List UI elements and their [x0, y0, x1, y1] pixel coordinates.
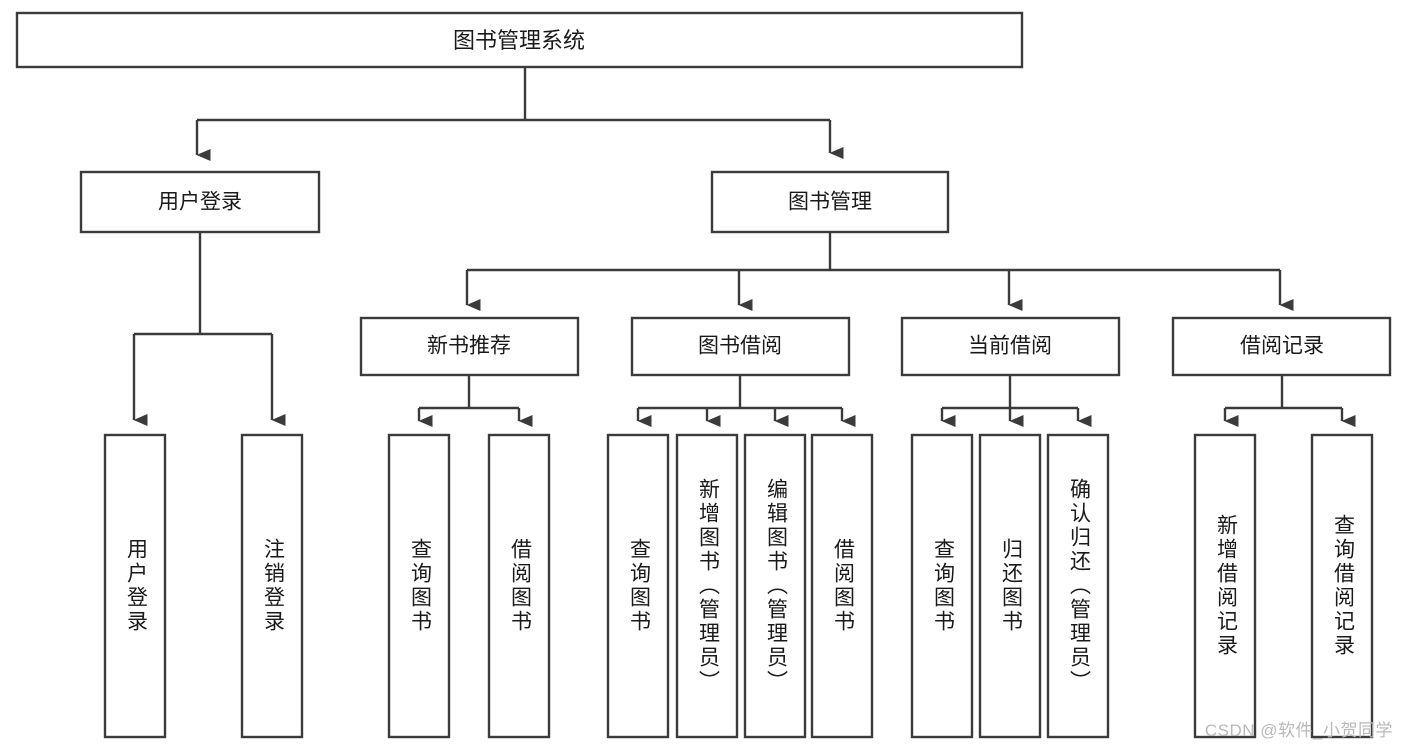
- node-book-management-label: 图书管理: [788, 191, 872, 214]
- node-root[interactable]: 图书管理系统: [15, 11, 1024, 69]
- leaf-box-borrow-book-1[interactable]: [487, 433, 551, 739]
- node-current-borrow[interactable]: 当前借阅: [900, 316, 1121, 377]
- leaf-box-query-record[interactable]: [1310, 433, 1374, 739]
- leaf-box-logout-login[interactable]: [240, 433, 304, 739]
- leaf-box-borrow-book-2[interactable]: [810, 433, 874, 739]
- node-new-book-recommend-box[interactable]: [359, 316, 580, 377]
- leaf-box-confirm-return[interactable]: [1046, 433, 1110, 739]
- node-book-management-box[interactable]: [710, 170, 950, 234]
- watermark-text: CSDN @软件_小贺同学: [1204, 721, 1393, 740]
- node-borrow-record-label: 借阅记录: [1240, 335, 1324, 358]
- node-book-borrow[interactable]: 图书借阅: [630, 316, 851, 377]
- node-user-login-label: 用户登录: [158, 191, 242, 214]
- leaf-box-query-book-2[interactable]: [606, 433, 670, 739]
- node-new-book-recommend-label: 新书推荐: [427, 335, 511, 358]
- node-book-borrow-box[interactable]: [630, 316, 851, 377]
- leaf-box-edit-book[interactable]: [743, 433, 807, 739]
- node-new-book-recommend[interactable]: 新书推荐: [359, 316, 580, 377]
- node-user-login[interactable]: 用户登录: [79, 170, 321, 234]
- node-root-box[interactable]: [15, 11, 1024, 69]
- connector-layer: [132, 67, 1356, 427]
- node-root-label: 图书管理系统: [453, 28, 585, 53]
- node-borrow-record-box[interactable]: [1171, 316, 1392, 377]
- node-current-borrow-box[interactable]: [900, 316, 1121, 377]
- node-borrow-record[interactable]: 借阅记录: [1171, 316, 1392, 377]
- node-user-login-box[interactable]: [79, 170, 321, 234]
- leaf-box-add-book[interactable]: [675, 433, 739, 739]
- leaf-box-user-login[interactable]: [103, 433, 167, 739]
- leaf-box-query-book-1[interactable]: [387, 433, 451, 739]
- node-current-borrow-label: 当前借阅: [968, 335, 1052, 358]
- node-book-borrow-label: 图书借阅: [698, 335, 782, 358]
- node-book-management[interactable]: 图书管理: [710, 170, 950, 234]
- leaf-box-return-book[interactable]: [978, 433, 1042, 739]
- leaf-box-query-book-3[interactable]: [910, 433, 974, 739]
- leaf-box-layer: [103, 433, 1374, 739]
- leaf-box-add-record[interactable]: [1193, 433, 1257, 739]
